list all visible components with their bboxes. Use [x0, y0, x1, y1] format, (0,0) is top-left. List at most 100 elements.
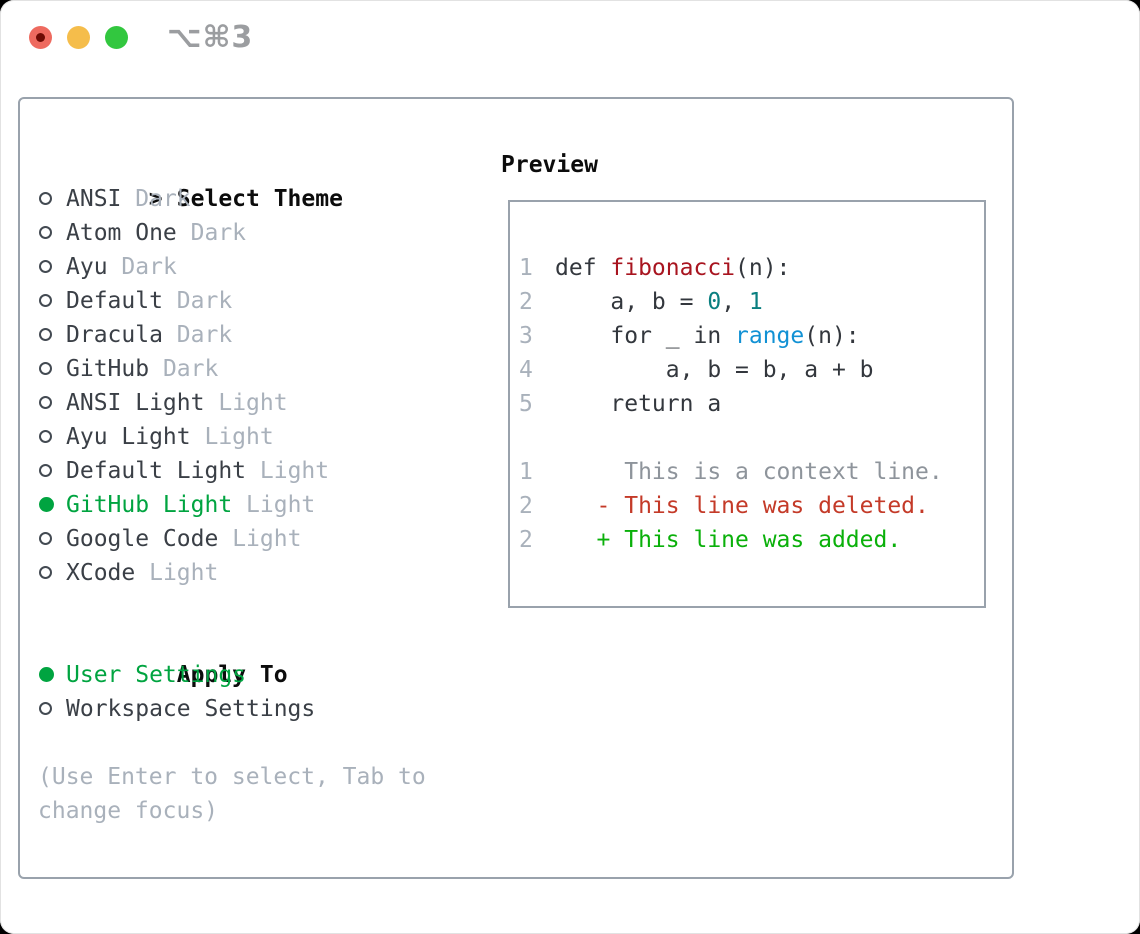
theme-item-name: Ayu: [66, 254, 108, 280]
minimize-button[interactable]: [67, 26, 90, 49]
theme-item[interactable]: Dracula Dark: [38, 318, 462, 352]
window-titlebar: ⌥⌘3: [0, 0, 1140, 74]
apply-to-label: Apply To: [176, 662, 288, 688]
line-number: 4: [519, 357, 533, 383]
theme-item-tag: Light: [246, 492, 316, 518]
close-button-dot: [36, 33, 45, 42]
code-segment: ,: [721, 289, 749, 315]
code-segment: a, b =: [555, 289, 708, 315]
theme-item-tag: Dark: [162, 356, 219, 382]
apply-option[interactable]: User Settings: [38, 658, 462, 692]
radio-icon: [38, 420, 66, 454]
code-line: 2 - This line was deleted.: [519, 489, 984, 523]
theme-item-name: ANSI: [66, 186, 122, 212]
theme-item-name: XCode: [66, 560, 136, 586]
theme-item[interactable]: Default Dark: [38, 284, 462, 318]
theme-item[interactable]: ANSI Dark: [38, 182, 462, 216]
theme-item-name: ANSI Light: [66, 390, 205, 416]
close-button[interactable]: [29, 26, 52, 49]
theme-item[interactable]: Default Light Light: [38, 454, 462, 488]
apply-option[interactable]: Workspace Settings: [38, 692, 462, 726]
radio-icon: [38, 386, 66, 420]
theme-item-name: Dracula: [66, 322, 163, 348]
code-line: [519, 421, 984, 455]
theme-item[interactable]: Google Code Light: [38, 522, 462, 556]
select-theme-header: > Select Theme: [38, 148, 462, 212]
code-segment: 0: [707, 289, 722, 315]
code-segment: fibonacci: [610, 255, 736, 281]
radio-icon: [38, 556, 66, 590]
theme-item[interactable]: GitHub Dark: [38, 352, 462, 386]
radio-selected-icon: [38, 488, 66, 522]
code-line: 1 def fibonacci(n):: [519, 251, 984, 285]
apply-to-header: Apply To: [38, 624, 462, 688]
theme-item-name: GitHub Light: [66, 492, 233, 518]
theme-item[interactable]: GitHub Light Light: [38, 488, 462, 522]
radio-icon: [38, 352, 66, 386]
code-line: 1 This is a context line.: [519, 455, 984, 489]
theme-item[interactable]: Ayu Light Light: [38, 420, 462, 454]
theme-item-tag: Light: [204, 424, 274, 450]
code-segment: a, b = b, a + b: [555, 357, 874, 383]
code-segment: range: [735, 323, 805, 349]
theme-item-tag: Light: [259, 458, 330, 484]
line-number: 1: [519, 459, 533, 485]
theme-item[interactable]: Ayu Dark: [38, 250, 462, 284]
code-segment: return a: [555, 391, 722, 417]
apply-option-name: User Settings: [66, 662, 247, 688]
code-segment: 1: [748, 289, 763, 315]
code-line: 2 + This line was added.: [519, 523, 984, 557]
radio-icon: [38, 522, 66, 556]
code-line: 5 return a: [519, 387, 984, 421]
theme-item[interactable]: ANSI Light Light: [38, 386, 462, 420]
code-segment: def: [555, 255, 611, 281]
theme-item-name: Atom One: [66, 220, 177, 246]
theme-item-name: GitHub: [66, 356, 150, 382]
code-segment: - This line was deleted.: [555, 493, 929, 519]
hint-text: (Use Enter to select, Tab to change focu…: [38, 764, 426, 824]
preview-label: Preview: [501, 152, 598, 178]
radio-icon: [38, 216, 66, 250]
code-segment: + This line was added.: [555, 527, 902, 553]
prompt-icon: >: [148, 186, 163, 212]
theme-item-tag: Dark: [176, 322, 233, 348]
radio-icon: [38, 692, 66, 726]
theme-item-tag: Light: [149, 560, 219, 586]
theme-item-tag: Light: [218, 390, 288, 416]
line-number: 5: [519, 391, 533, 417]
radio-icon: [38, 182, 66, 216]
radio-icon: [38, 454, 66, 488]
code-segment: (n):: [735, 255, 791, 281]
theme-item[interactable]: XCode Light: [38, 556, 462, 590]
radio-icon: [38, 250, 66, 284]
theme-item-tag: Dark: [121, 254, 177, 280]
radio-selected-icon: [38, 658, 66, 692]
line-number: 3: [519, 323, 533, 349]
theme-item-name: Default Light: [66, 458, 247, 484]
apply-option-name: Workspace Settings: [66, 696, 316, 722]
radio-icon: [38, 284, 66, 318]
line-number: 2: [519, 289, 533, 315]
code-line: 4 a, b = b, a + b: [519, 353, 984, 387]
theme-item-tag: Dark: [190, 220, 247, 246]
line-number: 2: [519, 493, 533, 519]
theme-item-name: Default: [66, 288, 163, 314]
code-line: 2 a, b = 0, 1: [519, 285, 984, 319]
theme-item-tag: Dark: [176, 288, 233, 314]
select-theme-label: Select Theme: [176, 186, 343, 212]
theme-item-tag: Dark: [135, 186, 191, 212]
line-number: 1: [519, 255, 533, 281]
window-title: ⌥⌘3: [167, 20, 254, 55]
code-segment: This is a context line.: [555, 459, 943, 485]
theme-item[interactable]: Atom One Dark: [38, 216, 462, 250]
radio-icon: [38, 318, 66, 352]
line-number: 2: [519, 527, 533, 553]
zoom-button[interactable]: [105, 26, 128, 49]
